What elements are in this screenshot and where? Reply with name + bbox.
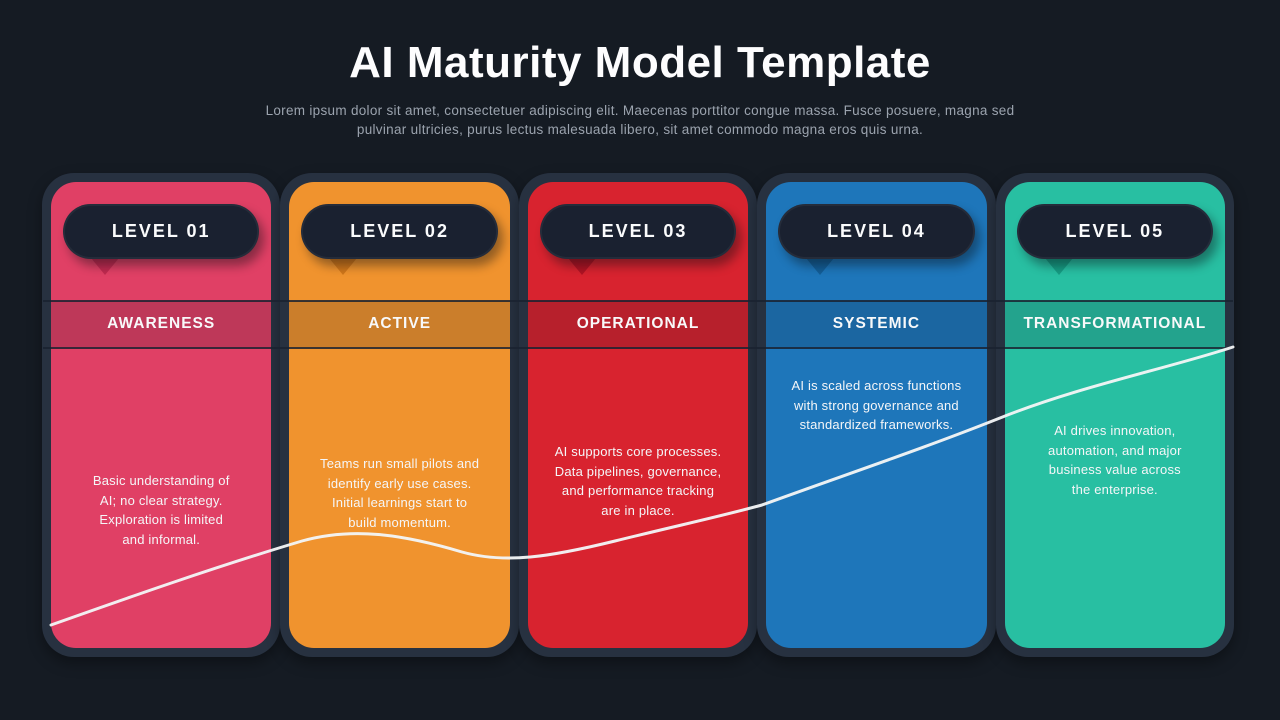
stage-band: AWARENESS: [51, 301, 272, 347]
stage-description: AI drives innovation, automation, and ma…: [1048, 423, 1182, 497]
level-badge: LEVEL 03: [539, 204, 737, 259]
stage-description: AI supports core processes. Data pipelin…: [554, 444, 722, 518]
badge-pointer-triangle: [91, 258, 119, 275]
slide-subtitle: Lorem ipsum dolor sit amet, consectetuer…: [265, 103, 1015, 137]
badge-pointer-triangle: [329, 258, 358, 275]
stage-label: ACTIVE: [368, 315, 432, 332]
column-level-01: LEVEL 01 AWARENESS Basic understanding o…: [42, 173, 281, 657]
maturity-columns: LEVEL 01 AWARENESS Basic understanding o…: [42, 173, 1235, 657]
column-card-transformational: LEVEL 05 TRANSFORMATIONAL AI drives inno…: [1004, 182, 1226, 648]
level-badge: LEVEL 01: [63, 204, 260, 259]
stage-band: OPERATIONAL: [527, 301, 749, 347]
level-badge-label: LEVEL 05: [1065, 221, 1165, 241]
stage-description: Basic understanding of AI; no clear stra…: [92, 473, 230, 547]
column-level-05: LEVEL 05 TRANSFORMATIONAL AI drives inno…: [995, 173, 1235, 657]
level-badge-label: LEVEL 03: [588, 221, 688, 241]
column-level-02: LEVEL 02 ACTIVE Teams run small pilots a…: [280, 173, 519, 657]
stage-label: SYSTEMIC: [832, 315, 921, 332]
level-badge: LEVEL 04: [778, 204, 975, 259]
column-level-03: LEVEL 03 OPERATIONAL AI supports core pr…: [518, 173, 758, 657]
badge-pointer-triangle: [567, 258, 596, 275]
column-card-active: LEVEL 02 ACTIVE Teams run small pilots a…: [289, 182, 510, 648]
column-level-04: LEVEL 04 SYSTEMIC AI is scaled across fu…: [757, 173, 996, 657]
stage-band: TRANSFORMATIONAL: [1004, 301, 1226, 347]
stage-band: ACTIVE: [289, 301, 510, 347]
stage-label: AWARENESS: [107, 315, 216, 332]
stage-description: Teams run small pilots and identify earl…: [320, 456, 480, 530]
level-badge: LEVEL 05: [1016, 204, 1214, 259]
stage-label: OPERATIONAL: [576, 315, 700, 332]
column-card-awareness: LEVEL 01 AWARENESS Basic understanding o…: [51, 182, 272, 648]
column-card-operational: LEVEL 03 OPERATIONAL AI supports core pr…: [527, 182, 749, 648]
stage-band: SYSTEMIC: [766, 301, 987, 347]
slide-title: AI Maturity Model Template: [349, 38, 931, 87]
column-card-systemic: LEVEL 04 SYSTEMIC AI is scaled across fu…: [766, 182, 987, 648]
level-badge-label: LEVEL 04: [827, 221, 926, 241]
badge-pointer-triangle: [1044, 258, 1073, 275]
stage-label: TRANSFORMATIONAL: [1023, 315, 1207, 332]
stage-description: AI is scaled across functions with stron…: [791, 378, 962, 432]
level-badge-label: LEVEL 01: [111, 221, 211, 241]
slide-header: AI Maturity Model Template Lorem ipsum d…: [0, 38, 1280, 139]
level-badge: LEVEL 02: [301, 204, 498, 259]
badge-pointer-triangle: [806, 258, 835, 275]
level-badge-label: LEVEL 02: [350, 221, 449, 241]
